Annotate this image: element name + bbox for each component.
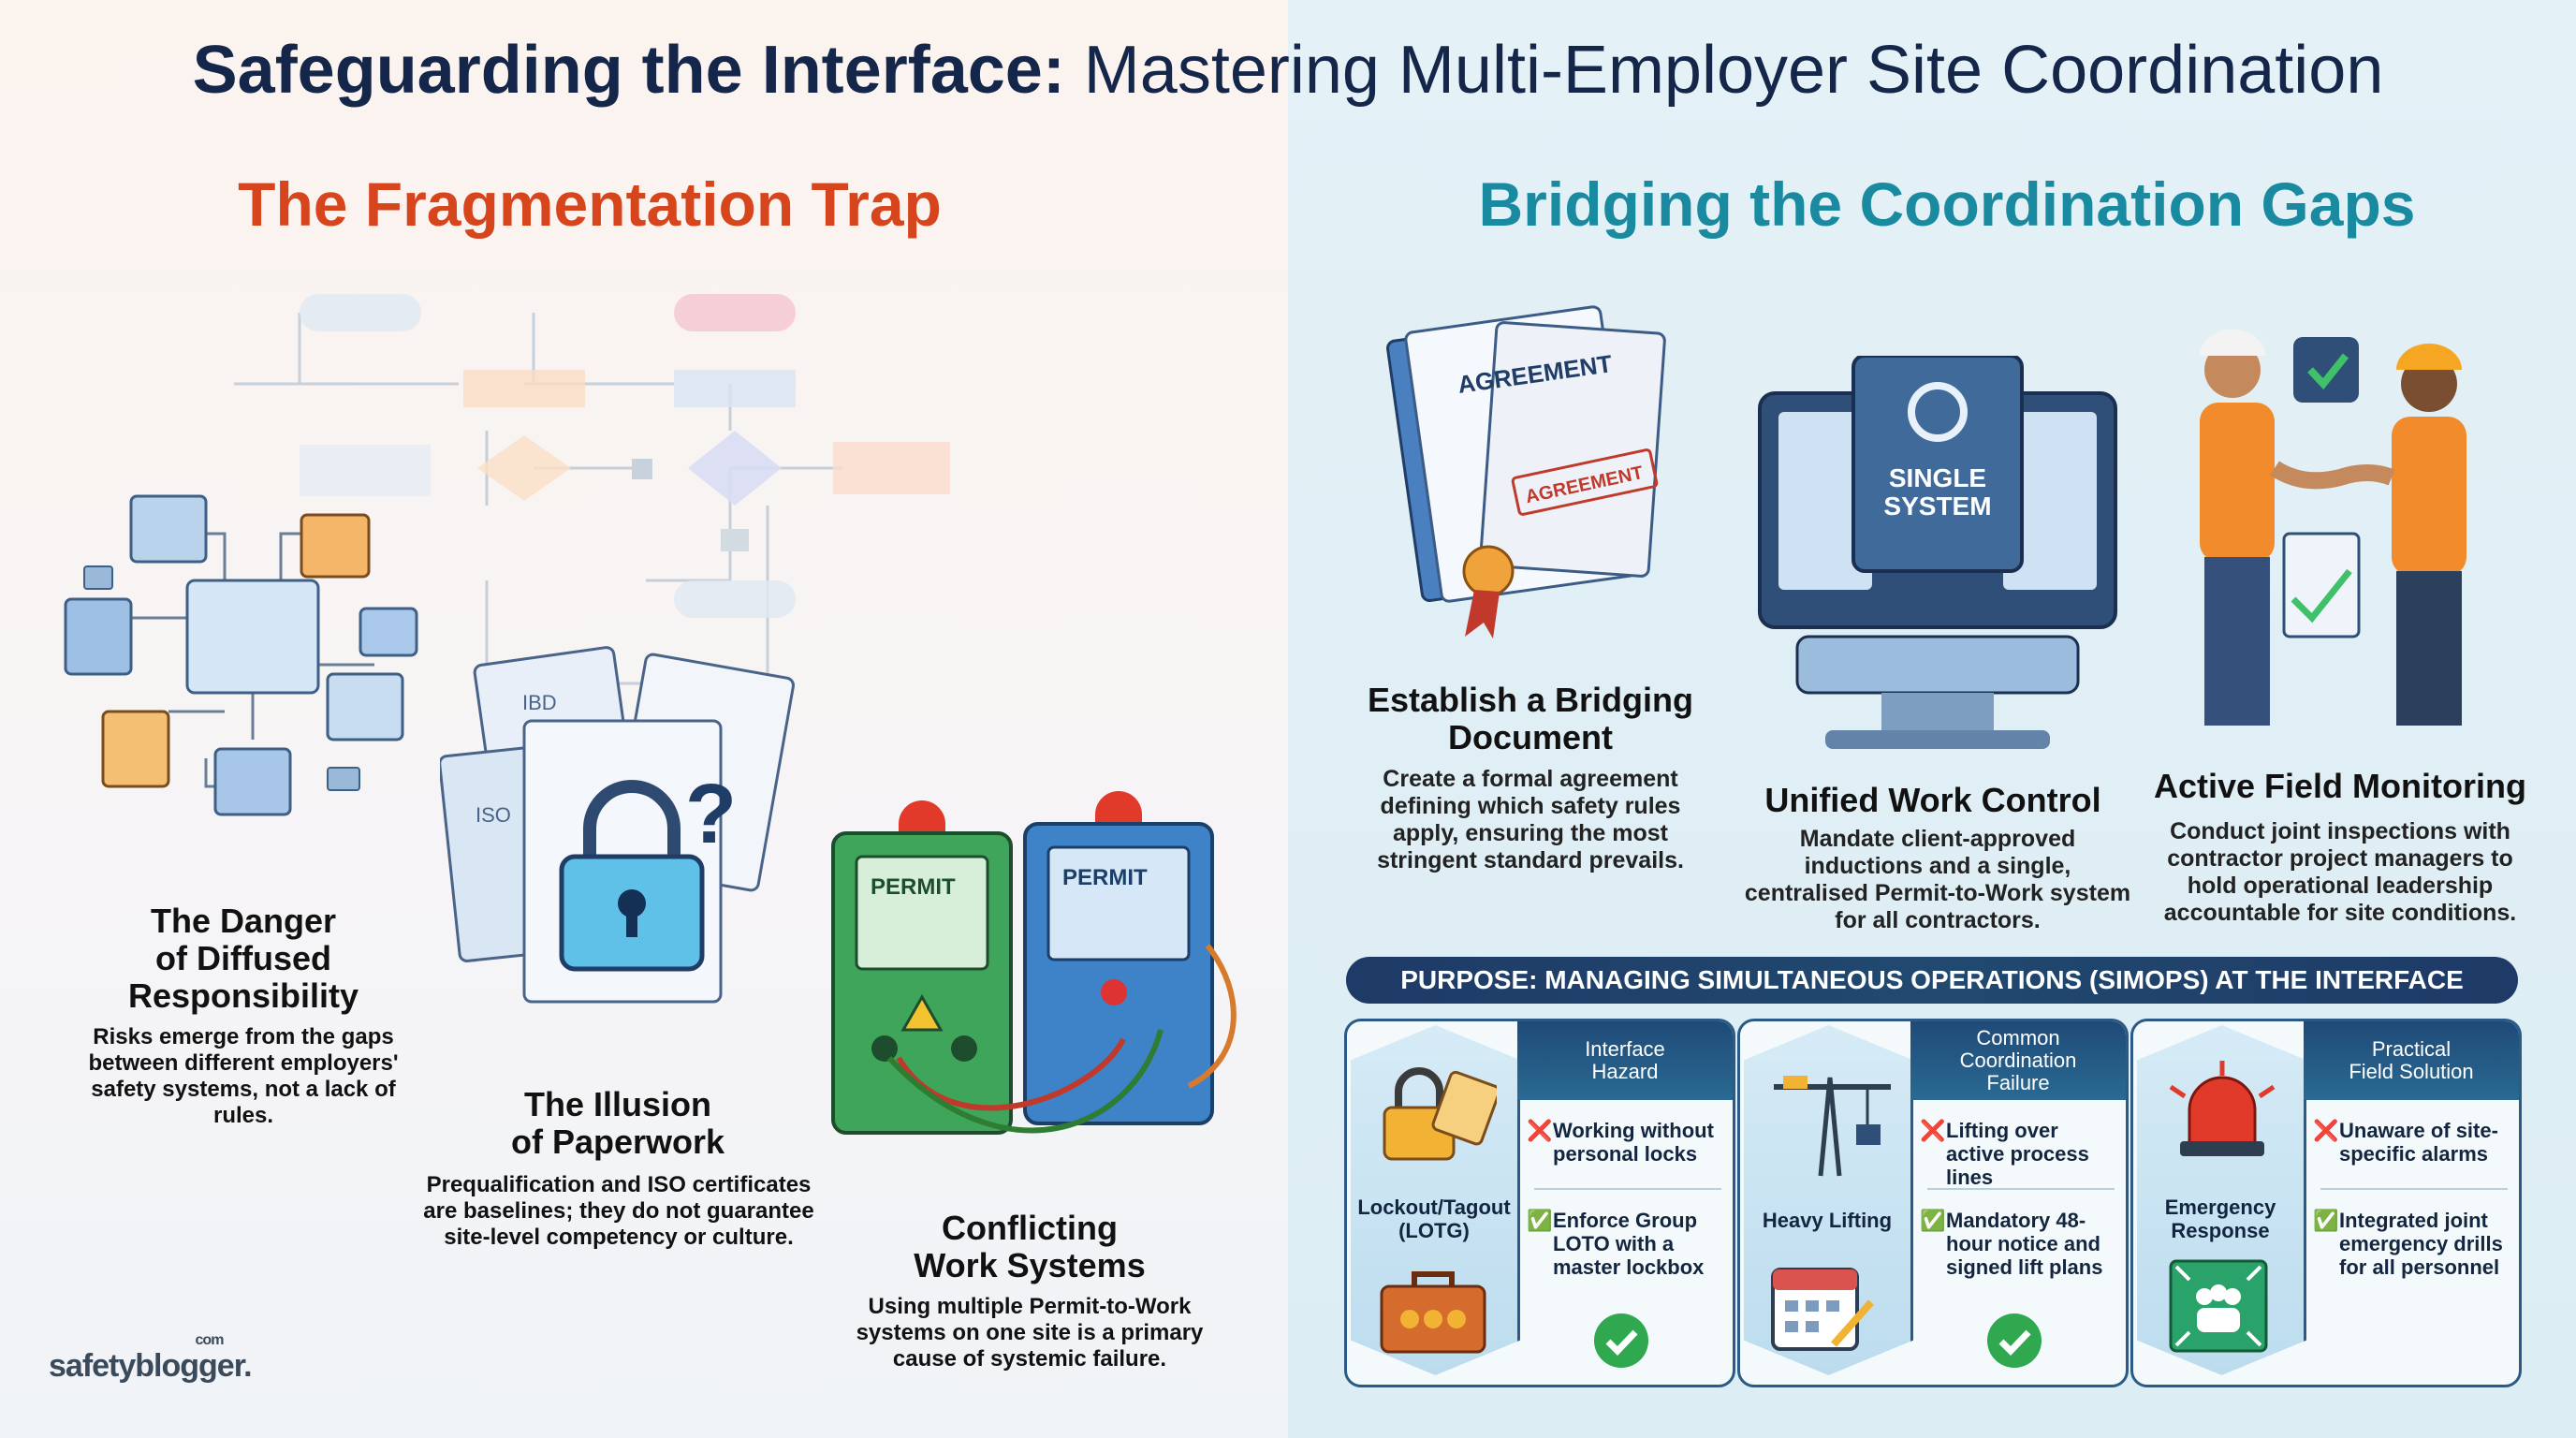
danger-description: Risks emerge from the gaps between diffe… <box>88 1024 399 1128</box>
calendar-plan-icon <box>1771 1268 1874 1351</box>
simops-card-lotg: Lockout/Tagout (LOTG) Interface Hazard ❌… <box>1344 1019 1735 1387</box>
x-mark-icon: ❌ <box>1920 1119 1946 1142</box>
safetyblogger-logo: safetyblogger.com <box>49 1331 253 1384</box>
network-screens-illustration <box>64 494 418 816</box>
conflict-title: Conflicting Work Systems <box>914 1209 1146 1284</box>
card-category-failure: Common Coordination Failure <box>1910 1021 2126 1100</box>
check-mark-icon: ✅ <box>1527 1209 1553 1232</box>
single-system-monitor-illustration: SINGLE SYSTEM <box>1758 356 2117 749</box>
x-mark-icon: ❌ <box>2313 1119 2339 1142</box>
card-label-lotg: Lockout/Tagout (LOTG) <box>1357 1196 1511 1242</box>
iso-label: ISO <box>476 803 511 827</box>
unified-title: Unified Work Control <box>1764 781 2101 819</box>
field-description: Conduct joint inspections with contracto… <box>2163 818 2517 926</box>
purpose-banner: PURPOSE: MANAGING SIMULTANEOUS OPERATION… <box>1346 957 2518 1004</box>
bridging-description: Create a formal agreement defining which… <box>1377 766 1684 873</box>
card-divider <box>1534 1188 1721 1190</box>
paperwork-lock-illustration: IBD ISO ? <box>440 646 795 1004</box>
alarm-beacon-icon <box>2169 1061 2276 1156</box>
agreement-document-illustration: AGREEMENT AGREEMENT <box>1386 305 1666 638</box>
ibd-label: IBD <box>522 691 557 714</box>
permit-label-blue: PERMIT <box>1062 865 1148 890</box>
danger-title: The Danger of Diffused Responsibility <box>127 902 359 1015</box>
card-divider <box>2320 1188 2508 1190</box>
card-category-solution: Practical Field Solution <box>2304 1021 2519 1100</box>
question-mark: ? <box>685 768 737 861</box>
permit-consoles-illustration: PERMIT PERMIT <box>831 791 1237 1135</box>
lockbox-icon <box>1380 1271 1486 1354</box>
main-title: Safeguarding the Interface: Mastering Mu… <box>192 33 2384 108</box>
padlock-tag-icon <box>1383 1067 1497 1161</box>
field-monitoring-illustration <box>2200 330 2466 726</box>
card-divider <box>1927 1188 2115 1190</box>
fragmentation-heading: The Fragmentation Trap <box>238 169 942 239</box>
single-system-label-line1: SINGLE <box>1889 463 1986 492</box>
illusion-title: The Illusion of Paperwork <box>510 1085 725 1161</box>
flowchart-illustration <box>234 294 950 685</box>
single-system-label-line2: SYSTEM <box>1883 492 1991 521</box>
crane-icon <box>1774 1076 1891 1177</box>
simops-card-lifting: Heavy Lifting Common Coordination Failur… <box>1737 1019 2129 1387</box>
x-mark-icon: ❌ <box>1527 1119 1553 1142</box>
field-title: Active Field Monitoring <box>2153 767 2526 805</box>
simops-card-emergency: Emergency Response Practical Field Solut… <box>2130 1019 2522 1387</box>
green-check-badge-icon <box>1987 1313 2042 1368</box>
conflict-description: Using multiple Permit-to-Work systems on… <box>856 1294 1204 1372</box>
assembly-point-icon <box>2169 1259 2268 1353</box>
card-label-lifting: Heavy Lifting <box>1762 1209 1893 1232</box>
bridging-title: Establish a Bridging Document <box>1367 681 1694 756</box>
green-check-badge-icon <box>1594 1313 1648 1368</box>
check-mark-icon: ✅ <box>2313 1209 2339 1232</box>
check-mark-icon: ✅ <box>1920 1209 1946 1232</box>
permit-label-green: PERMIT <box>871 874 956 900</box>
card-label-emergency: Emergency Response <box>2164 1196 2276 1242</box>
card-category-hazard: Interface Hazard <box>1517 1021 1733 1100</box>
unified-description: Mandate client-approved inductions and a… <box>1744 826 2131 933</box>
bridging-heading: Bridging the Coordination Gaps <box>1478 169 2416 239</box>
illusion-description: Prequalification and ISO certificates ar… <box>423 1172 814 1250</box>
